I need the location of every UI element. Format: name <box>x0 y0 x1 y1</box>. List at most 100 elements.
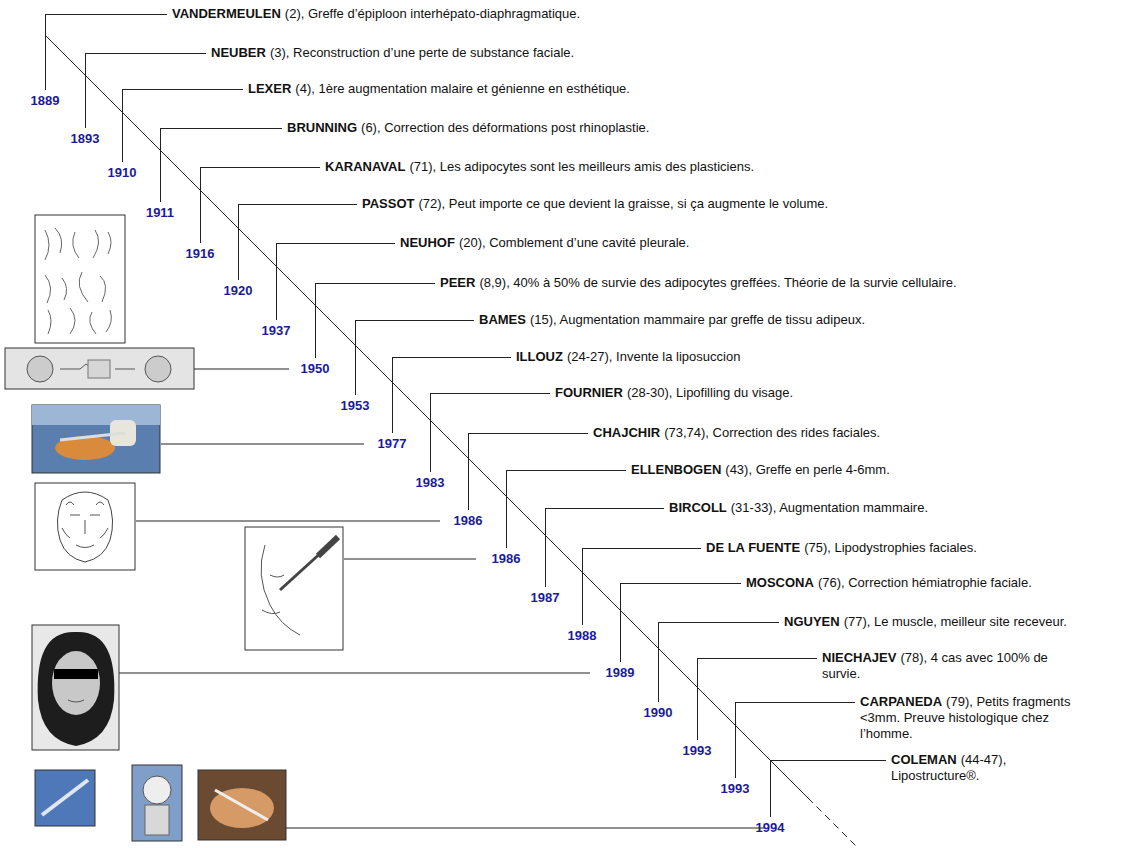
leader-line <box>770 761 771 818</box>
leader-line <box>85 54 86 129</box>
year-label: 1994 <box>756 820 785 835</box>
leader-line <box>620 584 621 663</box>
author-name: PEER <box>440 275 475 290</box>
contribution-note: (43), Greffe en perle 4-6mm. <box>725 462 890 477</box>
leader-line <box>355 321 356 396</box>
timeline-entry: PEER (8,9), 40% à 50% de survie des adipo… <box>440 275 957 291</box>
contribution-note: (15), Augmentation mammaire par greffe d… <box>530 312 865 327</box>
leader-line <box>506 471 507 549</box>
leader-line <box>45 14 167 15</box>
year-label: 1987 <box>531 590 560 605</box>
author-name: BAMES <box>479 312 526 327</box>
timeline-entry: DE LA FUENTE (75), Lipodystrophies facial… <box>706 540 977 556</box>
leader-line <box>506 470 626 471</box>
contribution-note: (71), Les adipocytes sont les meilleurs … <box>409 159 754 174</box>
year-label: 1889 <box>31 93 60 108</box>
face-sketch <box>35 483 135 570</box>
author-name: COLEMAN <box>891 752 957 767</box>
leader-line <box>392 358 393 434</box>
contribution-note: (75), Lipodystrophies faciales. <box>804 540 977 555</box>
year-label: 1953 <box>341 398 370 413</box>
timeline-entry: NEUHOF (20), Comblement d’une cavité pleu… <box>400 235 689 251</box>
leader-line <box>468 434 469 511</box>
leader-line <box>238 204 357 205</box>
year-label: 1986 <box>492 551 521 566</box>
contribution-note: (2), Greffe d’épiploon interhépato-diaph… <box>285 6 580 21</box>
timeline-entry: NGUYEN(77), Le muscle, meilleur site rec… <box>784 614 1067 630</box>
year-label: 1990 <box>644 705 673 720</box>
leader-line <box>355 320 474 321</box>
leader-line <box>276 243 395 244</box>
author-name: DE LA FUENTE <box>706 540 800 555</box>
contribution-note: (31-33), Augmentation mammaire. <box>731 500 928 515</box>
author-name: MOSCONA <box>746 575 814 590</box>
contribution-note: (24-27), Invente la liposuccion <box>567 349 740 364</box>
contribution-note: (76), Correction hémiatrophie faciale. <box>818 575 1032 590</box>
timeline-entry: BIRCOLL (31-33), Augmentation mammaire. <box>669 500 928 516</box>
timeline-entry: BRUNNING (6), Correction des déformations… <box>287 120 649 136</box>
timeline-entry: VANDERMEULEN (2), Greffe d’épiploon inter… <box>172 6 580 22</box>
leader-line <box>582 548 701 549</box>
leader-line <box>582 549 583 626</box>
year-label: 1920 <box>224 283 253 298</box>
contribution-note: (4), 1ère augmentation malaire et génien… <box>295 81 630 96</box>
year-label: 1916 <box>186 246 215 261</box>
year-label: 1893 <box>71 131 100 146</box>
leader-line <box>122 89 243 90</box>
leader-line <box>315 284 316 359</box>
year-label: 1910 <box>108 165 137 180</box>
year-label: 1993 <box>721 781 750 796</box>
contribution-note: (6), Correction des déformations post rh… <box>361 120 649 135</box>
author-name: PASSOT <box>362 196 415 211</box>
leader-line <box>620 583 741 584</box>
year-label: 1937 <box>262 323 291 338</box>
author-name: CHAJCHIR <box>593 425 660 440</box>
year-label: 1988 <box>568 628 597 643</box>
author-name: BRUNNING <box>287 120 357 135</box>
device-bar <box>5 348 194 389</box>
contribution-note: (8,9), 40% à 50% de survie des adipocyte… <box>479 275 956 290</box>
leader-line <box>85 53 206 54</box>
author-name: NEUBER <box>211 45 266 60</box>
author-name: ELLENBOGEN <box>631 462 721 477</box>
year-label: 1983 <box>416 475 445 490</box>
leader-line <box>392 357 511 358</box>
timeline-entry: PASSOT (72), Peut importe ce que devient … <box>362 196 828 212</box>
picture-leader <box>194 369 289 370</box>
leader-line <box>697 659 698 741</box>
leader-line <box>238 205 239 281</box>
timeline-entry: MOSCONA (76), Correction hémiatrophie fac… <box>746 575 1032 591</box>
timeline-entry: FOURNIER(28-30), Lipofilling du visage. <box>555 385 793 401</box>
author-name: VANDERMEULEN <box>172 6 281 21</box>
picture-leader <box>286 828 764 829</box>
timeline-entry: BAMES (15), Augmentation mammaire par gre… <box>479 312 865 328</box>
timeline-entry: LEXER(4), 1ère augmentation malaire et g… <box>248 81 630 97</box>
author-name: NEUHOF <box>400 235 455 250</box>
leader-line <box>122 90 123 163</box>
leader-line <box>658 622 779 623</box>
author-name: KARANAVAL <box>325 159 405 174</box>
contribution-note: (72), Peut importe ce que devient la gra… <box>419 196 829 211</box>
leader-line <box>770 760 886 761</box>
timeline-entry: KARANAVAL (71), Les adipocytes sont les m… <box>325 159 754 175</box>
contribution-note: (28-30), Lipofilling du visage. <box>627 385 793 400</box>
year-label: 1950 <box>301 361 330 376</box>
year-label: 1989 <box>606 665 635 680</box>
leader-line <box>697 658 817 659</box>
sketch-panel <box>35 215 125 343</box>
timeline-axis-dashed <box>808 798 858 848</box>
leader-line <box>430 393 550 394</box>
leader-line <box>545 509 546 588</box>
contribution-note: (20), Comblement d’une cavité pleurale. <box>459 235 690 250</box>
picture-leader <box>119 673 590 674</box>
contribution-note: (3), Reconstruction d’une perte de subst… <box>270 45 574 60</box>
author-name: NIECHAJEV <box>822 650 896 665</box>
surgery-photo <box>32 405 160 473</box>
leader-line <box>160 129 161 203</box>
picture-leader <box>161 444 364 445</box>
timeline-entry: NIECHAJEV(78), 4 cas avec 100% de survie… <box>822 650 1072 682</box>
author-name: CARPANEDA <box>860 694 942 709</box>
author-name: BIRCOLL <box>669 500 727 515</box>
year-label: 1911 <box>146 205 174 220</box>
contribution-note: (77), Le muscle, meilleur site receveur. <box>844 614 1067 629</box>
